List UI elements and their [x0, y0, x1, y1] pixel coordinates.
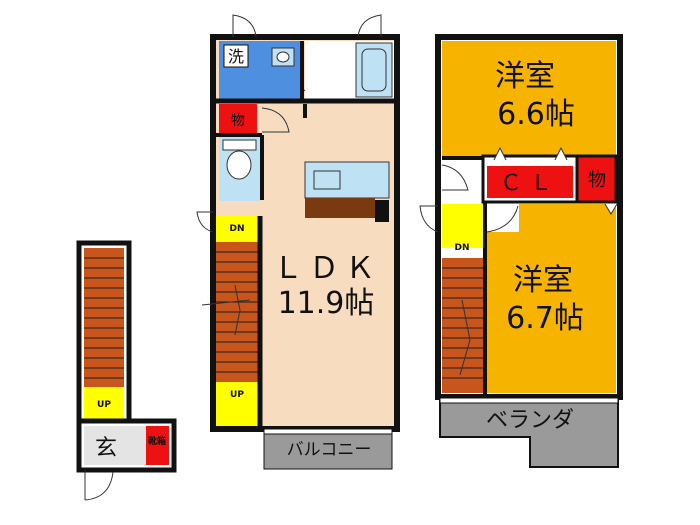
right-stairs: [442, 258, 483, 393]
kitchen-cabinet: [305, 198, 375, 218]
bathtub-inner: [361, 48, 387, 92]
western-room-2-size: 6.7帖: [506, 301, 584, 336]
toilet-door-swing: [261, 107, 290, 133]
western-room-2: [487, 204, 616, 393]
genkan-floor: [84, 426, 146, 465]
veranda-label: ベランダ: [486, 408, 574, 433]
entrance-stair-treads: [84, 257, 124, 379]
right-unit: 洋室 6.6帖 ＣＬ 物 洋室 6.7帖 DN: [419, 34, 623, 468]
shoe-box-label: 靴箱: [148, 435, 166, 447]
genkan-label: 玄: [95, 436, 117, 461]
balcony: [263, 428, 393, 470]
fridge-wall: [375, 200, 389, 222]
western-room-1: [442, 41, 616, 156]
veranda-rail: [439, 397, 619, 404]
washroom-sign: [223, 44, 249, 68]
top-door-swing-right: [357, 14, 382, 38]
western-room-2-name: 洋室: [513, 263, 573, 298]
ldk-name: ＬＤＫ: [273, 251, 381, 286]
toilet-bowl: [226, 150, 252, 180]
middle-unit: 洗 物 DN: [196, 14, 400, 470]
washroom-label: 洗: [228, 47, 244, 66]
closet: [487, 166, 573, 198]
right-stair-arrow: [459, 299, 471, 376]
middle-dn-label: DN: [229, 224, 244, 234]
entrance-up-landing: [84, 387, 124, 421]
balcony-label: バルコニー: [287, 440, 372, 460]
closet-door-marks: [493, 146, 568, 161]
room2-entry-notch: [487, 204, 519, 232]
entrance-unit: UP 玄 靴箱: [76, 240, 177, 501]
middle-stair-treads: [216, 251, 258, 373]
right-dn-label: DN: [454, 243, 469, 253]
right-side-door-swing: [419, 205, 439, 233]
washbasin-bowl: [276, 51, 290, 63]
storage-upper-label: 物: [231, 113, 245, 129]
toilet-tank: [222, 139, 257, 151]
entrance-up-label: UP: [97, 400, 111, 410]
room1-door-swing: [441, 164, 469, 191]
stair-door-swing: [196, 211, 214, 233]
kitchen-sink: [313, 170, 341, 190]
right-stair-treads: [442, 267, 483, 379]
ldk-size: 11.9帖: [278, 286, 375, 321]
storage-door-mark: [604, 203, 618, 215]
storage-upper: [219, 104, 257, 134]
middle-up-landing: [216, 382, 258, 426]
storage-right-label: 物: [588, 170, 606, 191]
middle-up-label: UP: [230, 390, 244, 400]
closet-label: ＣＬ: [500, 171, 560, 196]
entrance-door-swing: [84, 470, 114, 501]
middle-dn-landing: [216, 216, 258, 242]
western-room-1-name: 洋室: [495, 59, 555, 94]
right-dn-landing: [442, 204, 483, 248]
balcony-rail: [263, 428, 393, 435]
shoe-box: [146, 426, 169, 465]
top-door-swing-left: [232, 14, 257, 38]
room2-door-swing: [486, 205, 519, 233]
storage-right: [575, 154, 618, 204]
stair-break-mark: [201, 284, 251, 336]
western-room-1-size: 6.6帖: [497, 97, 575, 132]
